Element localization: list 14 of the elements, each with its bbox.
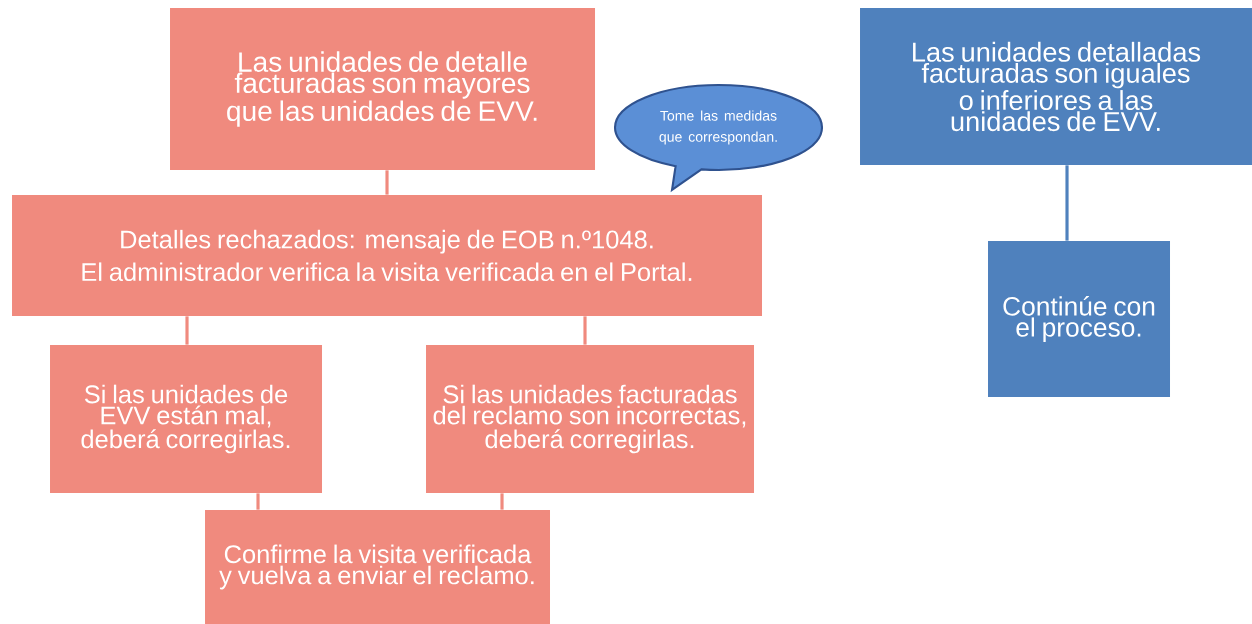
process-box: Las unidades detalladas facturadas son iguales o inferiores a las unidades de EVV.	[860, 8, 1252, 165]
process-box: Si las unidades facturadas del reclamo son incorrectas, deberá corregirlas.	[426, 345, 754, 493]
connector-line	[500, 493, 504, 510]
connector-line	[583, 316, 587, 345]
process-box: Si las unidades de EVV están mal, deberá corregirlas.	[50, 345, 322, 493]
process-box: Las unidades de detalle facturadas son mayores que las unidades de EVV.	[170, 8, 595, 170]
process-box: Continúe con el proceso.	[988, 241, 1170, 397]
connector-line	[185, 316, 189, 345]
connector-line	[256, 493, 260, 510]
connector-line	[1065, 165, 1069, 241]
process-box: Detalles rechazados: mensaje de EOB n.º1048. El administrador verifica la visita verificada en el Portal.	[12, 195, 762, 316]
process-box: Confirme la visita verificada y vuelva a enviar el reclamo.	[205, 510, 550, 624]
connector-line	[385, 170, 389, 195]
speech-bubble: Tome las medidas que correspondan.	[613, 83, 824, 192]
